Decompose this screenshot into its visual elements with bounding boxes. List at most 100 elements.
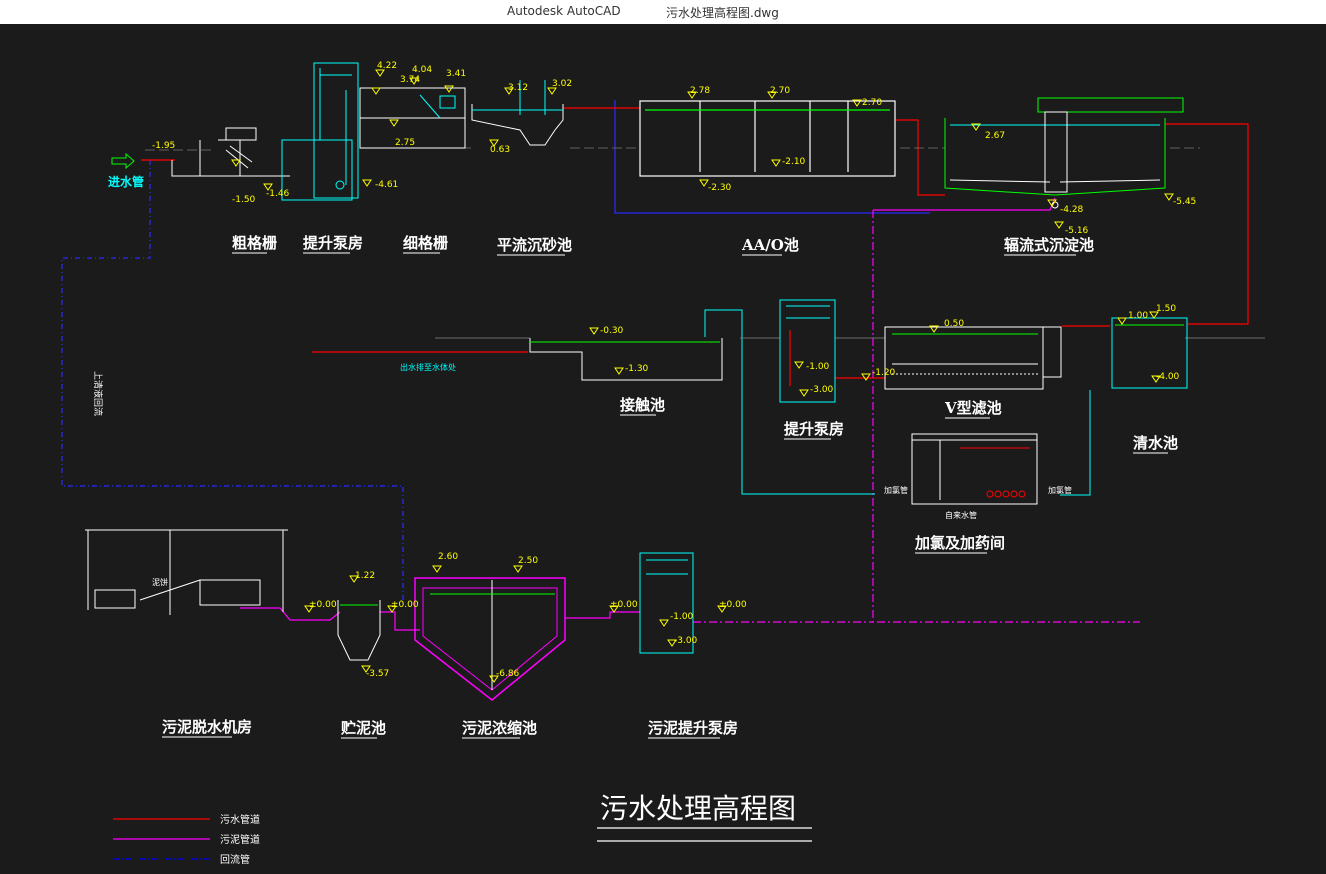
clear-well-structure bbox=[1111, 317, 1188, 389]
elev-label: -1.20 bbox=[872, 368, 896, 378]
elev-label: -4.28 bbox=[1060, 205, 1084, 215]
elev-label: -3.00 bbox=[674, 636, 698, 646]
inlet-arrow-icon bbox=[111, 152, 135, 170]
label-underlines bbox=[162, 252, 1168, 739]
sewage-pipe-aao bbox=[895, 119, 945, 196]
elev-label: ±0.00 bbox=[719, 600, 747, 610]
sludge-pipe-pump3 bbox=[565, 611, 640, 619]
elev-label: ±0.00 bbox=[610, 600, 638, 610]
return-label: 上清液回流 bbox=[92, 371, 104, 416]
elev-label: 2.78 bbox=[690, 86, 710, 96]
title-bar: Autodesk AutoCAD 污水处理高程图.dwg bbox=[0, 0, 1326, 24]
label-dewatering: 污泥脱水机房 bbox=[162, 718, 252, 736]
elev-label: -0.30 bbox=[600, 326, 624, 336]
elev-label: 2.50 bbox=[518, 556, 538, 566]
legend-label-return: 回流管 bbox=[220, 853, 250, 866]
legend-label-sludge: 污泥管道 bbox=[220, 833, 260, 846]
water-line-clearwell bbox=[1060, 390, 1091, 496]
sludge-storage-structure bbox=[337, 600, 381, 661]
aao-tank-structure bbox=[639, 100, 896, 177]
lift-pump-1-structure bbox=[281, 62, 359, 201]
elev-label: 3.41 bbox=[446, 69, 466, 79]
elev-label: -2.30 bbox=[708, 183, 732, 193]
thickener-structure bbox=[414, 577, 566, 701]
elev-label: -1.46 bbox=[266, 189, 290, 199]
outlet-label: 出水排至水体处 bbox=[400, 362, 456, 372]
sludge-pipe-storage bbox=[240, 607, 341, 621]
inlet-label: 进水管 bbox=[108, 174, 144, 189]
elev-label: 3.74 bbox=[400, 75, 420, 85]
v-filter-structure bbox=[884, 326, 1062, 390]
sludge-pipe-main bbox=[872, 210, 1140, 623]
label-clarifier: 辐流式沉淀池 bbox=[1004, 236, 1094, 254]
elev-label: 2.70 bbox=[770, 86, 790, 96]
drawing-title: 污水处理高程图 bbox=[600, 792, 796, 825]
label-fine-screen: 细格栅 bbox=[403, 234, 448, 252]
label-lift-pump-1: 提升泵房 bbox=[303, 234, 363, 252]
elev-label: -3.00 bbox=[810, 385, 834, 395]
sludge-cake-label: 泥饼 bbox=[152, 577, 168, 587]
return-pipe bbox=[61, 160, 404, 605]
sludge-pump-structure bbox=[639, 552, 694, 654]
elev-label: 1.22 bbox=[355, 571, 375, 581]
legend-label-sewage: 污水管道 bbox=[220, 813, 260, 826]
elev-label: 4.22 bbox=[377, 61, 397, 71]
elev-label: -5.16 bbox=[1065, 226, 1089, 236]
elev-label: -5.45 bbox=[1173, 197, 1196, 207]
label-clear-well: 清水池 bbox=[1133, 434, 1178, 452]
elev-label: 2.60 bbox=[438, 552, 458, 562]
chlorine-feed-label-right: 加氯管 bbox=[1048, 485, 1072, 495]
label-grit-chamber: 平流沉砂池 bbox=[497, 236, 572, 254]
elev-label: 0.50 bbox=[944, 319, 964, 329]
elev-label: 3.12 bbox=[508, 83, 528, 93]
elev-label: -1.00 bbox=[806, 362, 830, 372]
dewatering-structure bbox=[85, 529, 288, 615]
app-name: Autodesk AutoCAD bbox=[507, 4, 621, 18]
sludge-pipe-thick bbox=[380, 611, 420, 631]
elev-label: -6.86 bbox=[496, 669, 520, 679]
elev-label: 2.70 bbox=[862, 98, 882, 108]
label-coarse-screen: 粗格栅 bbox=[232, 234, 277, 252]
label-aao-tank: AA/O池 bbox=[741, 236, 799, 254]
label-sludge-pump: 污泥提升泵房 bbox=[648, 719, 738, 737]
label-thickener: 污泥浓缩池 bbox=[462, 719, 537, 737]
return-pipe-top bbox=[614, 100, 930, 214]
sludge-pipe-clarifier bbox=[873, 197, 1056, 211]
elev-label: 4.04 bbox=[412, 65, 432, 75]
legend: 污水管道 污泥管道 回流管 bbox=[113, 813, 260, 866]
tap-water-label: 自来水管 bbox=[945, 510, 977, 520]
elev-label: ±0.00 bbox=[391, 600, 419, 610]
elev-label: -3.57 bbox=[366, 669, 389, 679]
label-contact-tank: 接触池 bbox=[620, 396, 665, 414]
elev-label: -1.50 bbox=[232, 195, 256, 205]
elev-label: ±0.00 bbox=[309, 600, 337, 610]
elev-label: 0.63 bbox=[490, 145, 510, 155]
elev-label: 3.02 bbox=[552, 79, 572, 89]
clarifier-structure bbox=[944, 97, 1184, 209]
elev-markers bbox=[231, 69, 1174, 683]
elev-label: -4.00 bbox=[1156, 372, 1180, 382]
fine-screen-structure bbox=[359, 87, 466, 149]
chlorine-feed-label: 加氯管 bbox=[884, 485, 908, 495]
label-v-filter: V型滤池 bbox=[944, 399, 1002, 417]
sewage-pipe-clarifier bbox=[1165, 123, 1249, 325]
file-name: 污水处理高程图.dwg bbox=[666, 6, 779, 20]
elev-label: -1.95 bbox=[152, 141, 175, 151]
lift-pump-2-structure bbox=[779, 299, 836, 403]
drawing-canvas[interactable]: 进水管 bbox=[0, 24, 1326, 870]
label-chlorination: 加氯及加药间 bbox=[914, 534, 1005, 552]
label-lift-pump-2: 提升泵房 bbox=[784, 420, 844, 438]
elev-label: 1.00 bbox=[1128, 311, 1148, 321]
elev-label: -4.61 bbox=[375, 180, 398, 190]
elev-label: -1.30 bbox=[625, 364, 649, 374]
water-line-contact bbox=[704, 309, 875, 495]
chlorination-structure bbox=[911, 433, 1038, 505]
elev-label: -1.00 bbox=[670, 612, 694, 622]
grit-chamber-structure bbox=[471, 80, 564, 146]
drawing-svg: 进水管 bbox=[61, 61, 1265, 866]
coarse-screen-structure bbox=[171, 127, 290, 177]
elev-label: -2.10 bbox=[782, 157, 806, 167]
label-sludge-storage: 贮泥池 bbox=[340, 719, 386, 737]
elev-label: 1.50 bbox=[1156, 304, 1176, 314]
elev-label: 2.75 bbox=[395, 138, 415, 148]
